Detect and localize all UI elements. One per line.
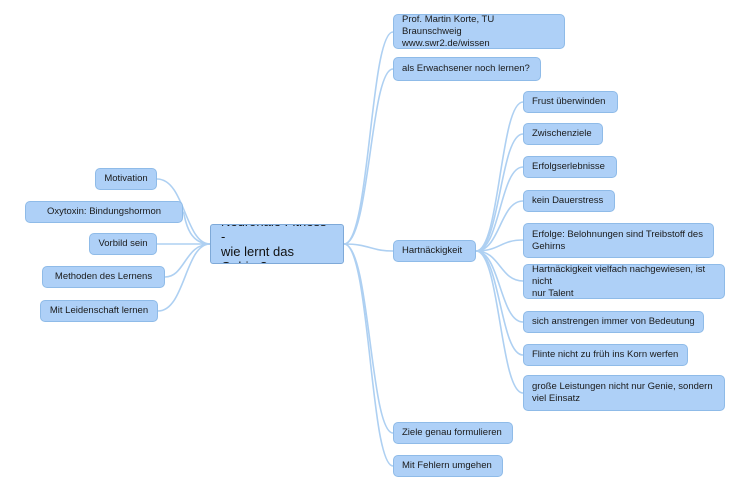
- persistence-item[interactable]: kein Dauerstress: [523, 190, 615, 212]
- connector-root-mistakes: [343, 243, 394, 467]
- connector-persistence-2: [475, 133, 524, 252]
- connector-root-oxytoxin: [182, 211, 211, 245]
- connector-root-persistence: [343, 243, 394, 252]
- branch-goals[interactable]: Ziele genau formulieren: [393, 422, 513, 444]
- persistence-item[interactable]: große Leistungen nicht nur Genie, sonder…: [523, 375, 725, 411]
- connector-root-question: [343, 68, 394, 245]
- branch-question[interactable]: als Erwachsener noch lernen?: [393, 57, 541, 81]
- branch-source[interactable]: Prof. Martin Korte, TU Braunschweig www.…: [393, 14, 565, 49]
- connector-persistence-4: [475, 200, 524, 252]
- connector-persistence-9: [475, 250, 524, 394]
- branch-methoden[interactable]: Methoden des Lernens: [42, 266, 165, 288]
- persistence-item[interactable]: Frust überwinden: [523, 91, 618, 113]
- root-node[interactable]: Neuronale Fitness - wie lernt das Gehirn…: [210, 224, 344, 264]
- persistence-item[interactable]: sich anstrengen immer von Bedeutung: [523, 311, 704, 333]
- connector-persistence-3: [475, 166, 524, 252]
- branch-leidenschaft[interactable]: Mit Leidenschaft lernen: [40, 300, 158, 322]
- connector-root-leidenschaft: [157, 243, 211, 312]
- persistence-item[interactable]: Erfolgserlebnisse: [523, 156, 617, 178]
- connector-persistence-1: [475, 101, 524, 252]
- persistence-item[interactable]: Hartnäckigkeit vielfach nachgewiesen, is…: [523, 264, 725, 299]
- branch-persistence[interactable]: Hartnäckigkeit: [393, 240, 476, 262]
- connector-root-source: [343, 31, 394, 245]
- branch-oxytoxin[interactable]: Oxytoxin: Bindungshormon: [25, 201, 183, 223]
- branch-mistakes[interactable]: Mit Fehlern umgehen: [393, 455, 503, 477]
- persistence-item[interactable]: Zwischenziele: [523, 123, 603, 145]
- branch-motivation[interactable]: Motivation: [95, 168, 157, 190]
- persistence-item[interactable]: Erfolge: Belohnungen sind Treibstoff des…: [523, 223, 714, 258]
- connector-persistence-7: [475, 250, 524, 323]
- branch-vorbild[interactable]: Vorbild sein: [89, 233, 157, 255]
- persistence-item[interactable]: Flinte nicht zu früh ins Korn werfen: [523, 344, 688, 366]
- connector-root-motivation: [156, 178, 211, 245]
- connector-persistence-5: [475, 239, 524, 252]
